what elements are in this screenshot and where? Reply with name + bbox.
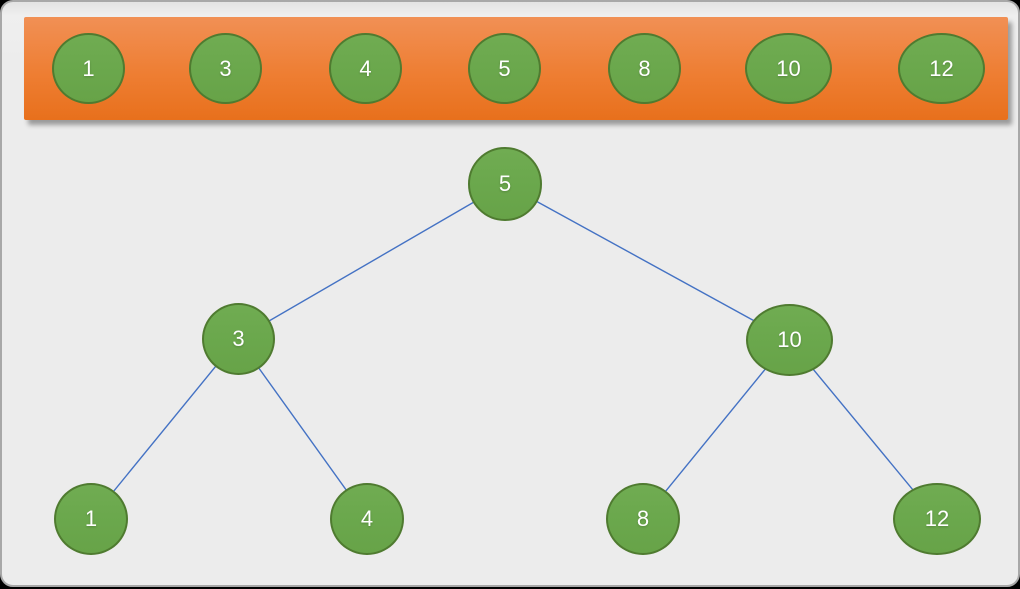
array-node: 3 <box>189 33 262 104</box>
tree-node-label: 4 <box>360 506 374 531</box>
tree-node-label: 1 <box>84 506 98 531</box>
tree-edge-5-3 <box>237 183 506 340</box>
array-node: 4 <box>329 33 402 104</box>
tree-node-root: 5 <box>468 147 542 221</box>
tree-node: 3 <box>202 303 275 375</box>
tree-node: 8 <box>606 483 680 555</box>
array-node: 5 <box>468 33 541 104</box>
tree-node-label: 12 <box>924 506 950 531</box>
array-node: 8 <box>608 33 681 104</box>
array-node-label: 12 <box>929 55 954 81</box>
array-strip: 1 3 4 5 8 10 12 <box>24 17 1008 120</box>
tree-node-label: 3 <box>232 326 245 351</box>
array-node: 12 <box>898 33 985 104</box>
tree-edge-5-10 <box>504 183 790 341</box>
array-node-label: 5 <box>498 55 511 81</box>
tree-node-label: 8 <box>636 506 650 531</box>
tree-node-label: 10 <box>777 327 802 352</box>
array-node-label: 8 <box>638 55 651 81</box>
array-node: 1 <box>52 33 125 104</box>
array-node-label: 4 <box>359 55 372 81</box>
tree-node: 1 <box>54 483 128 555</box>
array-node: 10 <box>745 33 832 104</box>
tree-node: 4 <box>330 483 404 555</box>
array-node-label: 1 <box>82 55 95 81</box>
tree-node: 12 <box>893 483 981 555</box>
tree-node: 10 <box>746 304 833 376</box>
tree-node-label: 5 <box>498 171 512 196</box>
array-node-label: 10 <box>776 55 801 81</box>
array-node-label: 3 <box>219 55 232 81</box>
